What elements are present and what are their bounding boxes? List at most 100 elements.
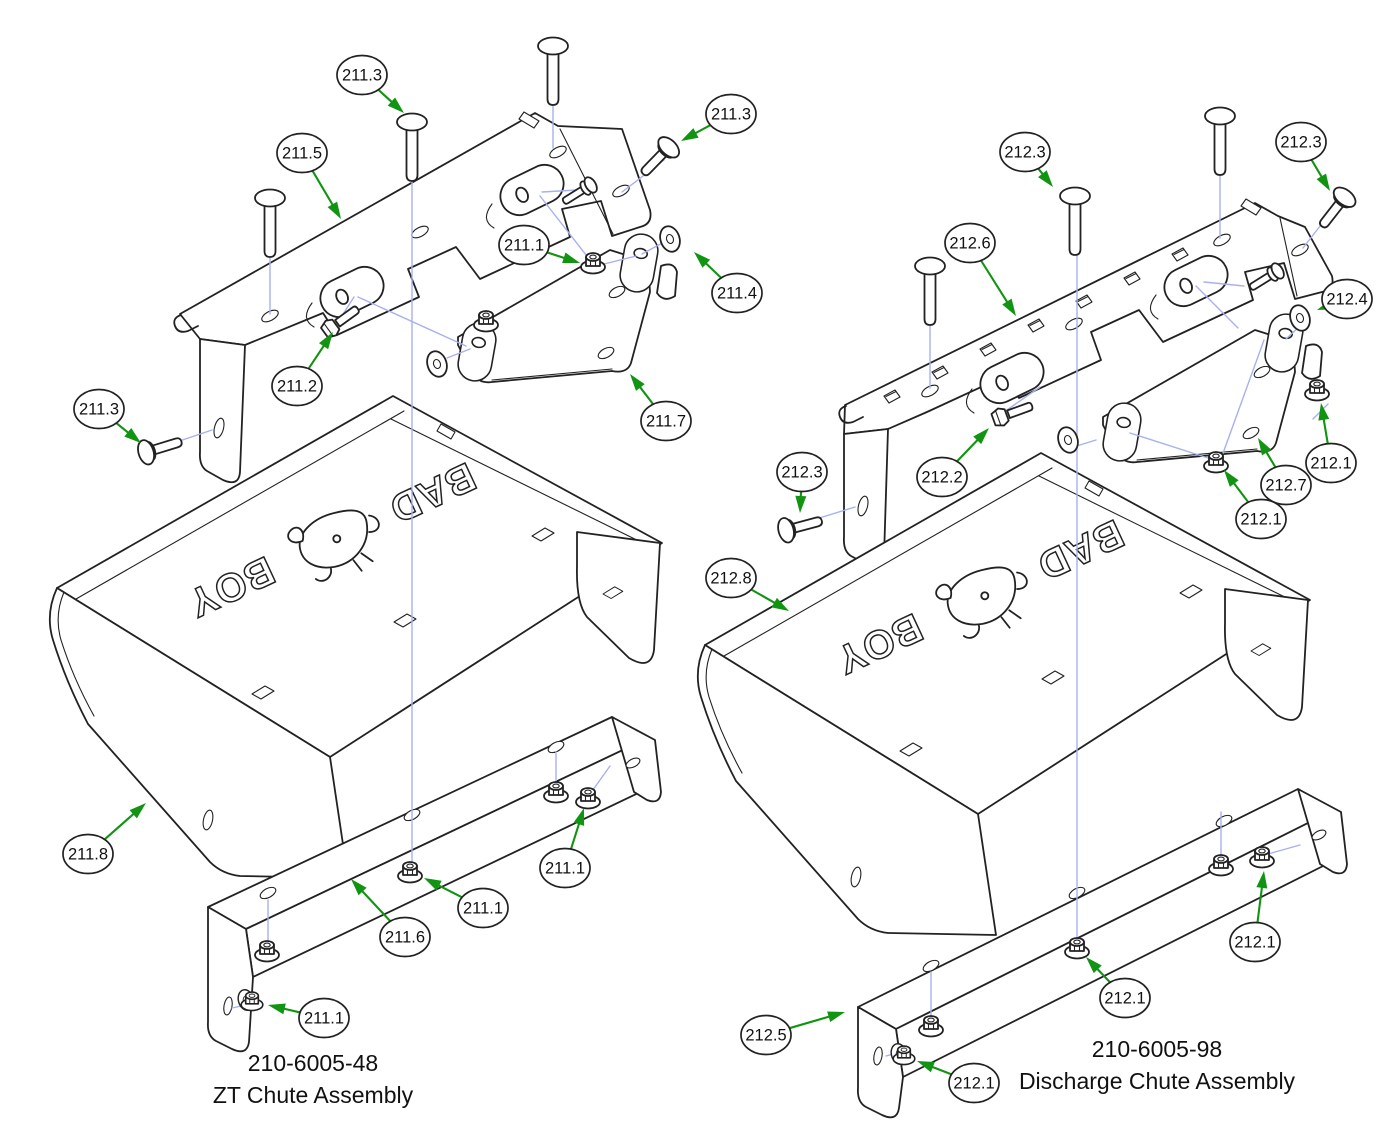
callout-212.1: 212.1 — [1224, 470, 1287, 540]
callout-label: 212.1 — [1104, 990, 1145, 1008]
arrowhead-icon — [630, 374, 645, 391]
carriage-bolt — [1204, 106, 1236, 176]
callout-211.4: 211.4 — [694, 252, 763, 314]
callout-balloon — [271, 365, 323, 407]
callout-label: 211.2 — [277, 378, 317, 396]
arrowhead-icon — [124, 428, 141, 443]
zt-assembly-title-block: 210-6005-48 ZT Chute Assembly — [163, 1047, 463, 1111]
callout-balloon — [640, 400, 692, 442]
callout-211.5: 211.5 — [276, 132, 341, 219]
leader-line — [103, 808, 140, 841]
carriage-bolt — [1059, 186, 1091, 256]
callout-balloon — [498, 224, 550, 266]
arrowhead-icon — [318, 332, 333, 350]
callout-212.1: 212.1 — [1086, 957, 1151, 1019]
carriage-bolt — [537, 36, 569, 106]
callout-211.6: 211.6 — [351, 879, 431, 958]
arrowhead-icon — [1256, 871, 1268, 889]
callout-balloon — [776, 451, 828, 493]
arrowhead-icon — [1316, 173, 1330, 191]
washer — [423, 347, 451, 381]
callout-211.7: 211.7 — [630, 374, 692, 442]
arrowhead-icon — [424, 878, 442, 891]
discharge-lower-mount-bracket — [857, 788, 1348, 1119]
leader-line — [1256, 879, 1264, 924]
callout-211.3: 211.3 — [681, 93, 757, 141]
callout-211.3: 211.3 — [73, 388, 141, 443]
callout-211.1: 211.1 — [539, 808, 591, 889]
callout-label: 211.6 — [385, 929, 425, 947]
callout-balloon — [1321, 278, 1373, 320]
callout-balloon — [944, 222, 996, 264]
callout-212.8: 212.8 — [705, 557, 789, 611]
discharge-hinge-plate — [1100, 311, 1322, 463]
arrowhead-icon — [1086, 957, 1102, 974]
callout-212.6: 212.6 — [944, 222, 1016, 316]
callout-211.3: 211.3 — [336, 54, 404, 113]
callout-label: 211.1 — [304, 1010, 344, 1028]
callout-212.3: 212.3 — [999, 131, 1053, 187]
carriage-bolt — [774, 507, 826, 546]
callout-212.1: 212.1 — [917, 1061, 1000, 1104]
arrowhead-icon — [327, 201, 341, 219]
callout-label: 211.5 — [282, 145, 322, 163]
callout-balloon — [539, 847, 591, 889]
callout-label: 211.3 — [711, 106, 751, 124]
callout-label: 212.1 — [1240, 511, 1281, 529]
arrowhead-icon — [973, 428, 989, 445]
callout-label: 212.1 — [953, 1075, 994, 1093]
carriage-bolt — [633, 132, 684, 184]
part-number: 210-6005-98 — [1091, 1036, 1223, 1062]
callout-212.4: 212.4 — [1317, 278, 1373, 320]
arrowhead-icon — [1258, 438, 1272, 456]
callout-label: 211.4 — [717, 285, 757, 303]
callout-balloon — [916, 456, 968, 498]
callout-balloon — [711, 272, 763, 314]
arrowhead-icon — [562, 252, 580, 264]
callout-balloon — [1235, 498, 1287, 540]
arrowhead-icon — [827, 1011, 845, 1023]
callout-balloon — [740, 1014, 792, 1056]
callout-label: 212.7 — [1265, 477, 1306, 495]
arrowhead-icon — [681, 128, 699, 141]
callout-label: 211.3 — [342, 67, 382, 85]
arrowhead-icon — [573, 808, 585, 826]
leader-line — [979, 259, 1012, 309]
flange-nut — [473, 310, 499, 333]
callout-label: 212.8 — [710, 570, 751, 588]
callout-label: 212.5 — [745, 1027, 786, 1045]
callout-label: 212.3 — [1004, 144, 1045, 162]
callouts-layer: 211.3 211.5 211.3 211.1 211.4 211.2 211.3 211.7… — [62, 54, 1373, 1104]
arrowhead-icon — [1224, 470, 1239, 487]
callout-balloon — [1229, 921, 1281, 963]
callout-balloon — [298, 997, 350, 1039]
callout-balloon — [999, 131, 1051, 173]
callout-balloon — [73, 388, 125, 430]
arrowhead-icon — [917, 1061, 935, 1073]
arrowhead-icon — [1038, 170, 1053, 187]
callout-211.1: 211.1 — [498, 224, 580, 266]
arrowhead-icon — [1318, 403, 1330, 421]
leader-line — [311, 169, 337, 212]
callout-label: 212.4 — [1326, 291, 1367, 309]
discharge-upper-mount-bracket — [838, 198, 1334, 568]
callout-212.3: 212.3 — [776, 451, 828, 513]
callout-label: 212.6 — [949, 235, 990, 253]
arrowhead-icon — [771, 597, 789, 611]
callout-212.2: 212.2 — [916, 428, 989, 498]
callout-balloon — [379, 916, 431, 958]
callout-label: 212.1 — [1234, 934, 1275, 952]
callout-211.2: 211.2 — [271, 332, 333, 407]
arrowhead-icon — [795, 495, 807, 513]
callout-212.3: 212.3 — [1275, 121, 1330, 191]
callout-balloon — [705, 557, 757, 599]
arrowhead-icon — [694, 252, 711, 268]
part-number: 210-6005-48 — [247, 1050, 379, 1076]
carriage-bolt — [914, 256, 946, 326]
callout-balloon — [1305, 442, 1357, 484]
leader-line — [788, 1013, 837, 1030]
callout-label: 212.1 — [1310, 455, 1351, 473]
callout-balloon — [1099, 977, 1151, 1019]
parts-layer — [50, 111, 1348, 1119]
leader-line — [356, 885, 392, 923]
